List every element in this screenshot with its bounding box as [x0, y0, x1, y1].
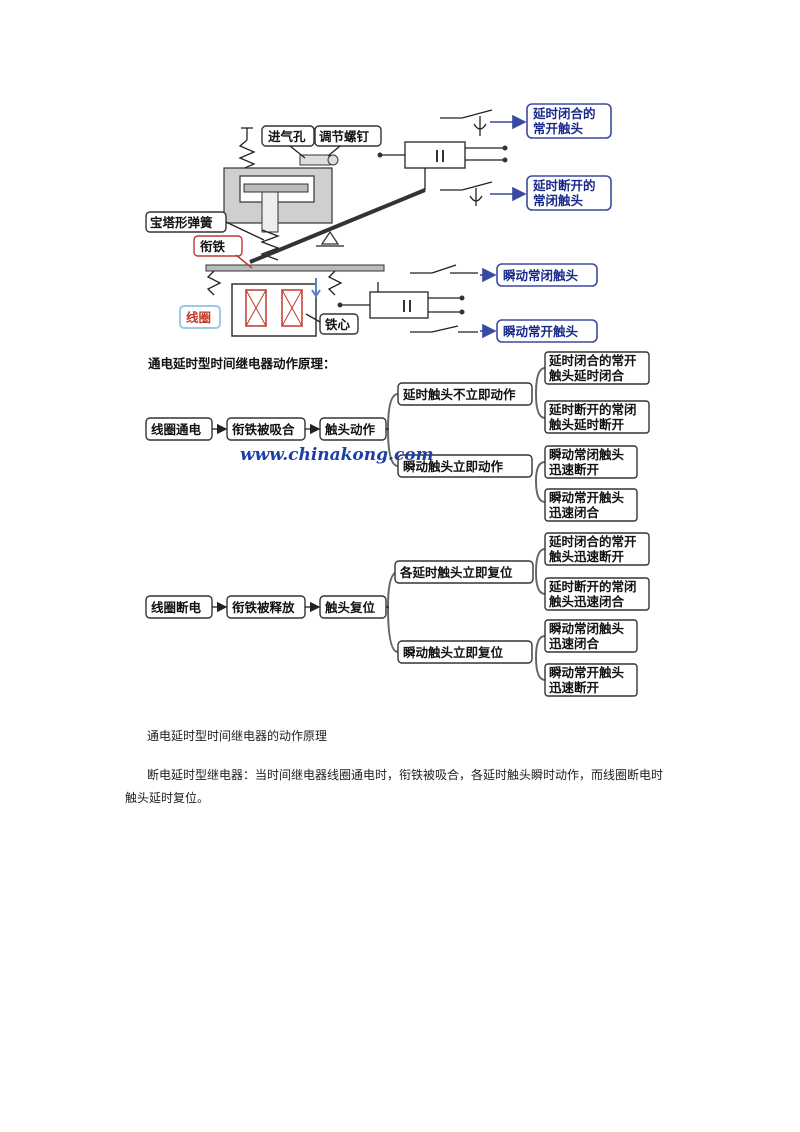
- energize-leaf-4b: 迅速闭合: [549, 505, 600, 520]
- callout-instant-no: 瞬动常开触头: [503, 324, 579, 339]
- energize-leaf-2b: 触头延时断开: [548, 417, 625, 432]
- mechanism-drawing: 进气孔 调节螺钉 宝塔形弹簧 衔铁 线圈 铁心: [145, 103, 612, 343]
- energize-leaf-1b: 触头延时闭合: [548, 368, 625, 383]
- deenergize-branch-delayed: 各延时触头立即复位: [399, 565, 513, 580]
- deenergize-leaf-4b: 迅速断开: [549, 680, 600, 695]
- label-iron-core: 铁心: [325, 317, 351, 332]
- energize-flow: 线圈通电 衔铁被吸合 触头动作 延时触头不立即动作 瞬动触头立即动作 延时闭合的…: [145, 351, 650, 522]
- energize-branch-instant: 瞬动触头立即动作: [403, 459, 504, 474]
- figure-caption: 通电延时型时间继电器的动作原理: [147, 729, 328, 743]
- energize-start: 线圈通电: [151, 422, 202, 437]
- label-pagoda-spring: 宝塔形弹簧: [150, 215, 213, 230]
- energize-step3: 触头动作: [324, 422, 376, 437]
- relay-diagram: 进气孔 调节螺钉 宝塔形弹簧 衔铁 线圈 铁心: [145, 103, 650, 697]
- deenergize-start: 线圈断电: [151, 600, 202, 615]
- deenergize-flow: 线圈断电 衔铁被释放 触头复位 各延时触头立即复位 瞬动触头立即复位 延时闭合的…: [145, 532, 650, 697]
- deenergize-leaf-4a: 瞬动常开触头: [549, 665, 625, 680]
- flow-title: 通电延时型时间继电器动作原理：: [148, 356, 336, 371]
- label-armature: 衔铁: [200, 239, 226, 254]
- callout-delayed-close-no-1: 延时闭合的: [532, 106, 596, 121]
- callout-delayed-close-no-2: 常开触头: [533, 121, 584, 136]
- deenergize-step3: 触头复位: [324, 600, 376, 615]
- energize-leaf-4a: 瞬动常开触头: [549, 490, 625, 505]
- deenergize-leaf-1b: 触头迅速断开: [548, 549, 625, 564]
- body-paragraph: 断电延时型继电器：当时间继电器线圈通电时，衔铁被吸合，各延时触头瞬时动作，而线圈…: [125, 768, 664, 805]
- deenergize-leaf-3b: 迅速闭合: [549, 636, 600, 651]
- deenergize-leaf-2b: 触头迅速闭合: [548, 594, 625, 609]
- energize-leaf-3b: 迅速断开: [549, 462, 600, 477]
- energize-step2: 衔铁被吸合: [232, 422, 295, 437]
- deenergize-leaf-2a: 延时断开的常闭: [548, 579, 637, 594]
- deenergize-leaf-1a: 延时闭合的常开: [548, 534, 637, 549]
- label-intake-hole: 进气孔: [268, 129, 306, 144]
- callout-delayed-open-nc-2: 常闭触头: [533, 193, 584, 208]
- deenergize-branch-instant: 瞬动触头立即复位: [403, 645, 504, 660]
- energize-leaf-1a: 延时闭合的常开: [548, 353, 637, 368]
- energize-leaf-2a: 延时断开的常闭: [548, 402, 637, 417]
- label-adjust-screw: 调节螺钉: [319, 129, 370, 144]
- callout-instant-nc: 瞬动常闭触头: [503, 268, 579, 283]
- deenergize-leaf-3a: 瞬动常闭触头: [549, 621, 625, 636]
- energize-branch-delayed: 延时触头不立即动作: [402, 387, 516, 402]
- label-coil: 线圈: [186, 310, 211, 325]
- deenergize-step2: 衔铁被释放: [232, 600, 295, 615]
- callout-delayed-open-nc-1: 延时断开的: [532, 178, 596, 193]
- energize-leaf-3a: 瞬动常闭触头: [549, 447, 625, 462]
- watermark: www.chinakong.com: [240, 445, 434, 465]
